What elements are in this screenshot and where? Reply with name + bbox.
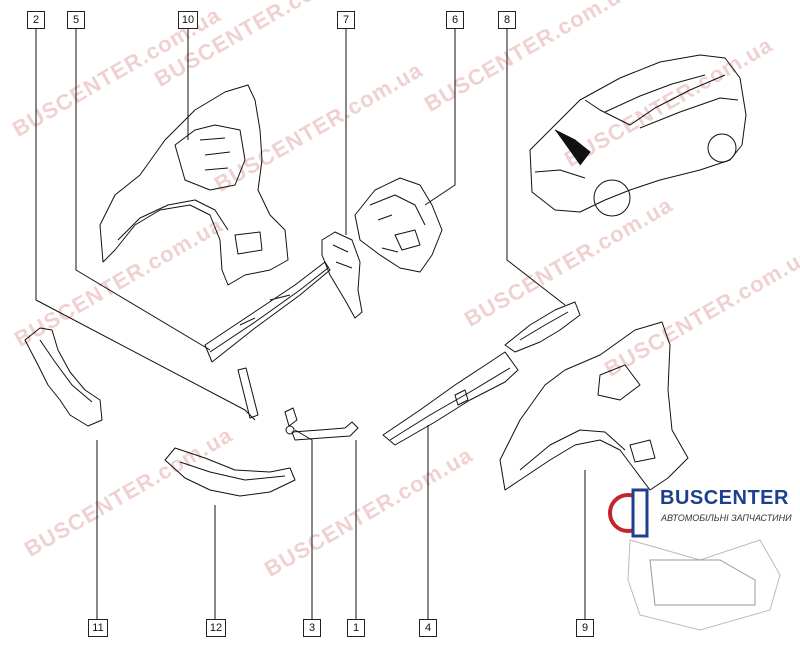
part-5-upper-rail	[204, 261, 331, 363]
callout-9[interactable]: 9	[576, 619, 594, 637]
part-6-strut-housing	[354, 177, 443, 273]
part-7-bracket	[321, 231, 363, 319]
callout-4[interactable]: 4	[419, 619, 437, 637]
callout-11[interactable]: 11	[88, 619, 108, 637]
logo-brand-name: BUSCENTER	[660, 487, 789, 509]
part-9-apron	[499, 321, 689, 491]
leader-line-6	[424, 28, 456, 206]
leader-line-2	[35, 28, 256, 421]
part-11-reinforcement	[24, 327, 103, 427]
leader-line-3	[294, 429, 313, 620]
part-4-side-member	[382, 351, 519, 446]
leader-line-8	[506, 28, 566, 306]
callout-12[interactable]: 12	[206, 619, 226, 637]
part-2-rod	[237, 367, 259, 419]
callout-3[interactable]: 3	[303, 619, 321, 637]
car-illustration	[529, 54, 747, 217]
callout-7[interactable]: 7	[337, 11, 355, 29]
part-10-wheelhouse-panel	[99, 84, 289, 286]
part-8-gusset	[504, 301, 581, 353]
logo-subtitle: АВТОМОБІЛЬНІ ЗАПЧАСТИНИ	[661, 513, 792, 523]
callout-1[interactable]: 1	[347, 619, 365, 637]
logo-mark	[608, 488, 781, 631]
part-12-lower-bracket	[164, 447, 296, 497]
part-3-clip	[284, 407, 298, 435]
part-1-brace	[291, 421, 359, 441]
callout-10[interactable]: 10	[178, 11, 198, 29]
leader-line-5	[75, 28, 211, 351]
callout-8[interactable]: 8	[498, 11, 516, 29]
callout-6[interactable]: 6	[446, 11, 464, 29]
callout-5[interactable]: 5	[67, 11, 85, 29]
callout-2[interactable]: 2	[27, 11, 45, 29]
